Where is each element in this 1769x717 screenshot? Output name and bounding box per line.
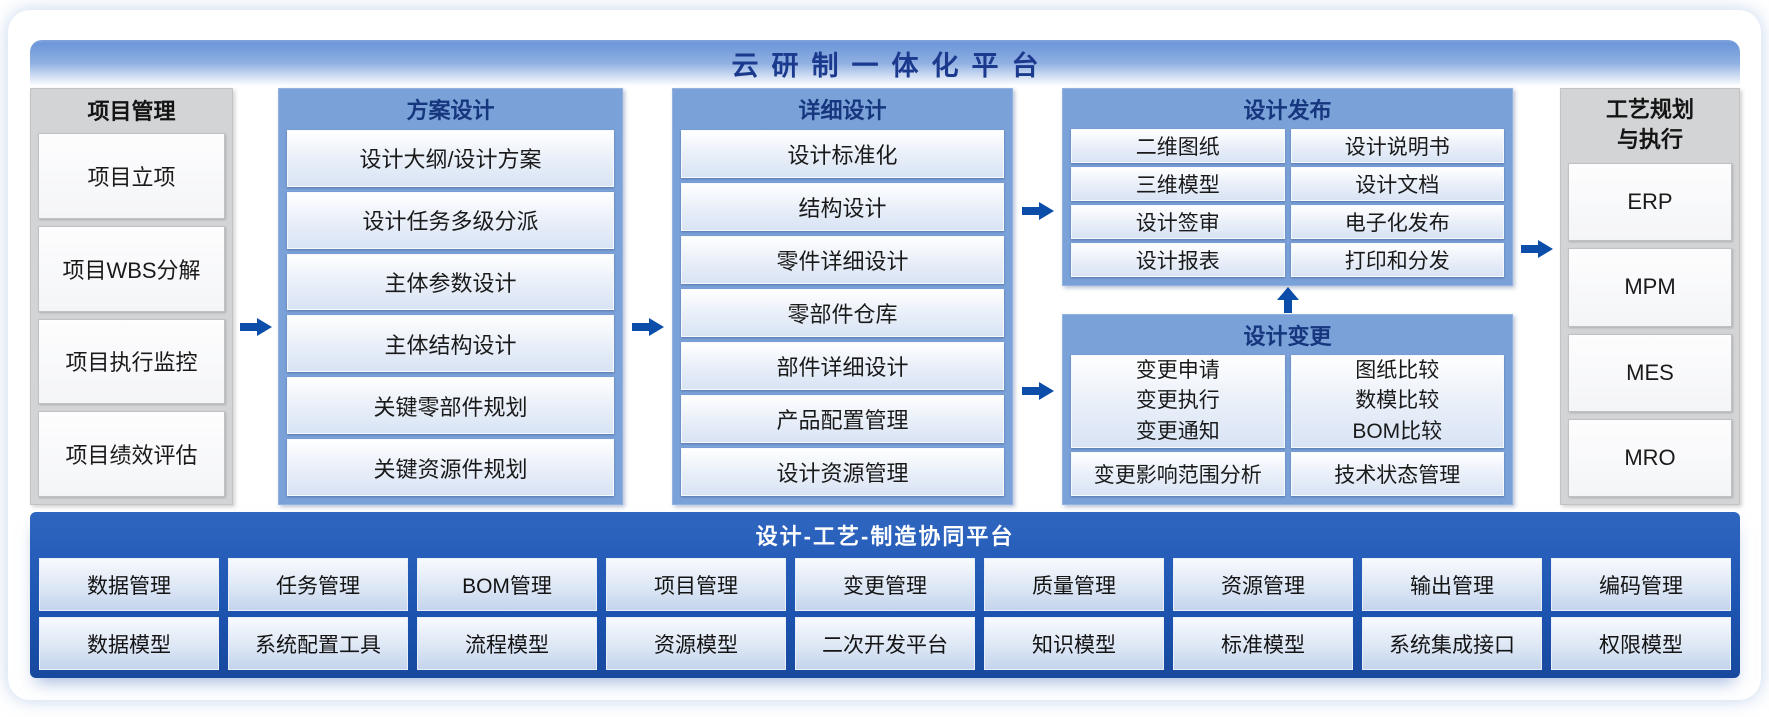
top-title-banner: 云研制一体化平台 [30, 40, 1740, 86]
platform-row-models: 数据模型 系统配置工具 流程模型 资源模型 二次开发平台 知识模型 标准模型 系… [39, 617, 1731, 670]
release-grid: 二维图纸 设计说明书 三维模型 设计文档 设计签审 电子化发布 设计报表 打印和… [1071, 129, 1504, 277]
module-box: 数据模型 [39, 617, 219, 670]
flow-gap [1062, 286, 1513, 314]
module-box: 输出管理 [1362, 558, 1542, 611]
panel-scheme-design: 方案设计 设计大纲/设计方案 设计任务多级分派 主体参数设计 主体结构设计 关键… [278, 88, 623, 505]
panel-process-planning: 工艺规划 与执行 ERP MPM MES MRO [1560, 88, 1740, 505]
module-box: MPM [1568, 248, 1732, 327]
module-box: 变更影响范围分析 [1071, 452, 1285, 496]
module-box: MRO [1568, 418, 1732, 497]
module-box: 图纸比较 数模比较 BOM比较 [1290, 354, 1504, 448]
module-box: 设计签审 [1071, 204, 1285, 239]
flow-arrow-right-icon [1520, 240, 1553, 258]
module-box: 变更管理 [795, 558, 975, 611]
module-box: 系统配置工具 [228, 617, 408, 670]
module-box: 编码管理 [1551, 558, 1731, 611]
module-box: 设计标准化 [681, 130, 1004, 178]
flow-gap [623, 88, 672, 505]
panel-header-change: 设计变更 [1243, 323, 1332, 349]
module-box: 零件详细设计 [681, 236, 1004, 284]
flow-gap [233, 88, 278, 505]
module-box: 项目立项 [38, 133, 225, 219]
main-flow: 项目管理 项目立项 项目WBS分解 项目执行监控 项目绩效评估 方案设计 设计大… [30, 88, 1740, 505]
module-box: 设计大纲/设计方案 [287, 130, 614, 187]
module-box: 项目管理 [606, 558, 786, 611]
module-box: 打印和分发 [1290, 242, 1504, 277]
module-box: 权限模型 [1551, 617, 1731, 670]
panel-release-change-stack: 设计发布 二维图纸 设计说明书 三维模型 设计文档 设计签审 电子化发布 设计报… [1062, 88, 1513, 505]
flow-gap [1513, 88, 1560, 505]
module-box: 质量管理 [984, 558, 1164, 611]
panel-design-change: 设计变更 变更申请 变更执行 变更通知 图纸比较 数模比较 BOM比较 变更影响… [1062, 313, 1513, 505]
module-box: 标准模型 [1173, 617, 1353, 670]
flow-arrow-right-icon [239, 318, 272, 336]
collaboration-platform-title: 设计-工艺-制造协同平台 [755, 524, 1015, 549]
panel-header-project: 项目管理 [87, 99, 176, 124]
module-box: 数据管理 [39, 558, 219, 611]
module-box: 设计任务多级分派 [287, 191, 614, 249]
change-grid: 变更申请 变更执行 变更通知 图纸比较 数模比较 BOM比较 变更影响范围分析 … [1071, 354, 1504, 496]
flow-gap [1013, 88, 1062, 505]
module-box: 关键资源件规划 [287, 439, 614, 496]
collaboration-platform: 设计-工艺-制造协同平台 数据管理 任务管理 BOM管理 项目管理 变更管理 质… [30, 512, 1740, 678]
flow-arrow-right-icon [631, 318, 664, 336]
module-box: 主体参数设计 [287, 253, 614, 311]
module-box: 知识模型 [984, 617, 1164, 670]
module-box: 二次开发平台 [795, 617, 975, 670]
page-title: 云研制一体化平台 [731, 50, 1052, 81]
panel-header-scheme: 方案设计 [406, 98, 495, 123]
panel-header-release: 设计发布 [1243, 98, 1332, 123]
flow-arrow-right-icon [1021, 202, 1054, 220]
module-box: 设计文档 [1290, 166, 1504, 201]
module-box: 二维图纸 [1071, 129, 1285, 163]
panel-header-process: 工艺规划 与执行 [1605, 97, 1694, 152]
module-box: 结构设计 [681, 183, 1004, 231]
module-box: 设计资源管理 [681, 448, 1004, 496]
module-box: 流程模型 [417, 617, 597, 670]
module-box: 产品配置管理 [681, 395, 1004, 443]
module-box: 部件详细设计 [681, 342, 1004, 390]
module-box: BOM管理 [417, 558, 597, 611]
module-box: 主体结构设计 [287, 315, 614, 373]
panel-detail-design: 详细设计 设计标准化 结构设计 零件详细设计 零部件仓库 部件详细设计 产品配置… [672, 88, 1013, 505]
module-box: 项目WBS分解 [38, 225, 225, 312]
module-box: 资源管理 [1173, 558, 1353, 611]
flow-arrow-right-icon [1021, 382, 1054, 400]
module-box: 设计说明书 [1290, 129, 1504, 163]
module-box: 电子化发布 [1290, 204, 1504, 239]
module-box: 变更申请 变更执行 变更通知 [1071, 354, 1285, 448]
module-box: 零部件仓库 [681, 289, 1004, 337]
panel-design-release: 设计发布 二维图纸 设计说明书 三维模型 设计文档 设计签审 电子化发布 设计报… [1062, 88, 1513, 286]
module-box: 关键零部件规划 [287, 377, 614, 435]
module-box: ERP [1568, 163, 1732, 242]
module-box: 三维模型 [1071, 166, 1285, 201]
module-box: MES [1568, 333, 1732, 412]
platform-row-management: 数据管理 任务管理 BOM管理 项目管理 变更管理 质量管理 资源管理 输出管理… [39, 558, 1731, 611]
panel-project-management: 项目管理 项目立项 项目WBS分解 项目执行监控 项目绩效评估 [30, 88, 233, 505]
module-box: 项目绩效评估 [38, 411, 225, 497]
module-box: 系统集成接口 [1362, 617, 1542, 670]
module-box: 任务管理 [228, 558, 408, 611]
module-box: 项目执行监控 [38, 318, 225, 405]
flow-arrow-up-icon [1276, 286, 1299, 313]
module-box: 设计报表 [1071, 242, 1285, 277]
module-box: 技术状态管理 [1290, 452, 1504, 496]
module-box: 资源模型 [606, 617, 786, 670]
panel-header-detail: 详细设计 [798, 98, 887, 123]
